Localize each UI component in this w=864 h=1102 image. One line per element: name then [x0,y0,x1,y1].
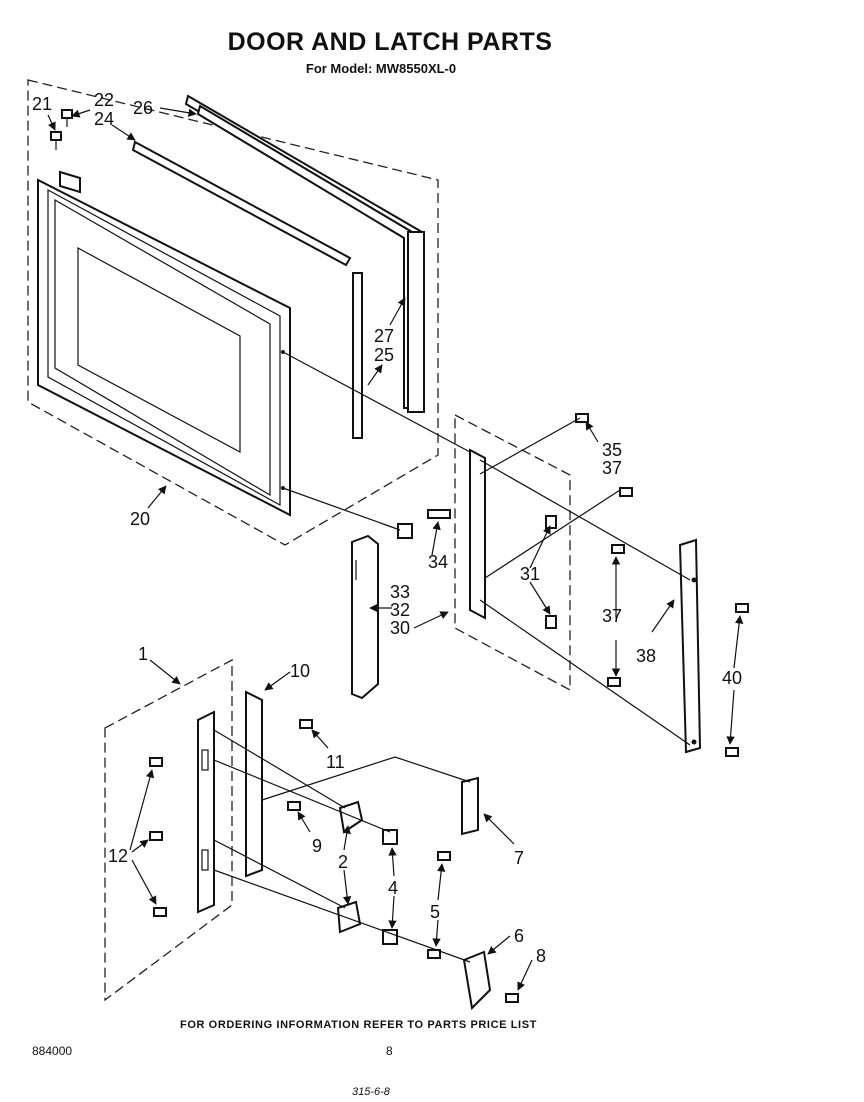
callout-12: 12 [108,846,128,866]
callout-21: 21 [32,94,52,114]
callout-40: 40 [722,668,742,688]
callout-37: 37 [602,606,622,626]
ordering-note: FOR ORDERING INFORMATION REFER TO PARTS … [180,1019,537,1031]
handwritten-note: 315-6-8 [352,1086,390,1098]
callout-11: 11 [326,752,345,772]
callout-leaders [47,107,744,991]
callout-6: 6 [514,926,524,946]
latch-screws [575,413,749,757]
callout-10: 10 [290,661,310,681]
hinge-trim [678,538,702,754]
latch-bracket [397,448,557,629]
callout-20: 20 [130,509,150,529]
model-subtitle: For Model: MW8550XL-0 [305,61,457,76]
document-number: 884000 [32,1044,73,1058]
door-handle [351,534,379,700]
callout-2-top: 2 [338,852,348,872]
callout-35: 35 [602,440,622,460]
callout-labels: 21 22 24 26 27 25 20 35 37 34 31 33 32 3… [32,90,742,966]
callout-37-top: 37 [602,458,622,478]
door-screws [50,109,73,150]
interlock-assembly-frame [104,658,233,1002]
callout-26: 26 [133,98,153,118]
callout-24: 24 [94,109,114,129]
callout-9: 9 [312,836,322,856]
callout-7: 7 [514,848,524,868]
interlock-bracket [197,690,263,914]
callout-5: 5 [430,902,440,922]
callout-25: 25 [374,345,394,365]
door-panel [37,170,291,517]
callout-38: 38 [636,646,656,666]
door-assembly-frame [27,79,439,546]
callout-33: 33 [390,582,410,602]
callout-1: 1 [138,644,148,664]
callout-4: 4 [388,878,398,898]
callout-32: 32 [390,600,410,620]
page-title: DOOR AND LATCH PARTS [227,28,553,56]
callout-34: 34 [428,552,448,572]
callout-27: 27 [374,326,394,346]
door-choke-strips [131,94,425,439]
latch-assembly-frame [454,413,571,692]
lower-alignment-lines [213,729,471,963]
alignment-lines [282,351,691,746]
callout-22: 22 [94,90,114,110]
interlock-switches [149,719,519,1011]
callout-8: 8 [536,946,546,966]
callout-30: 30 [390,618,410,638]
callout-31: 31 [520,564,540,584]
page-number: 8 [386,1044,393,1058]
